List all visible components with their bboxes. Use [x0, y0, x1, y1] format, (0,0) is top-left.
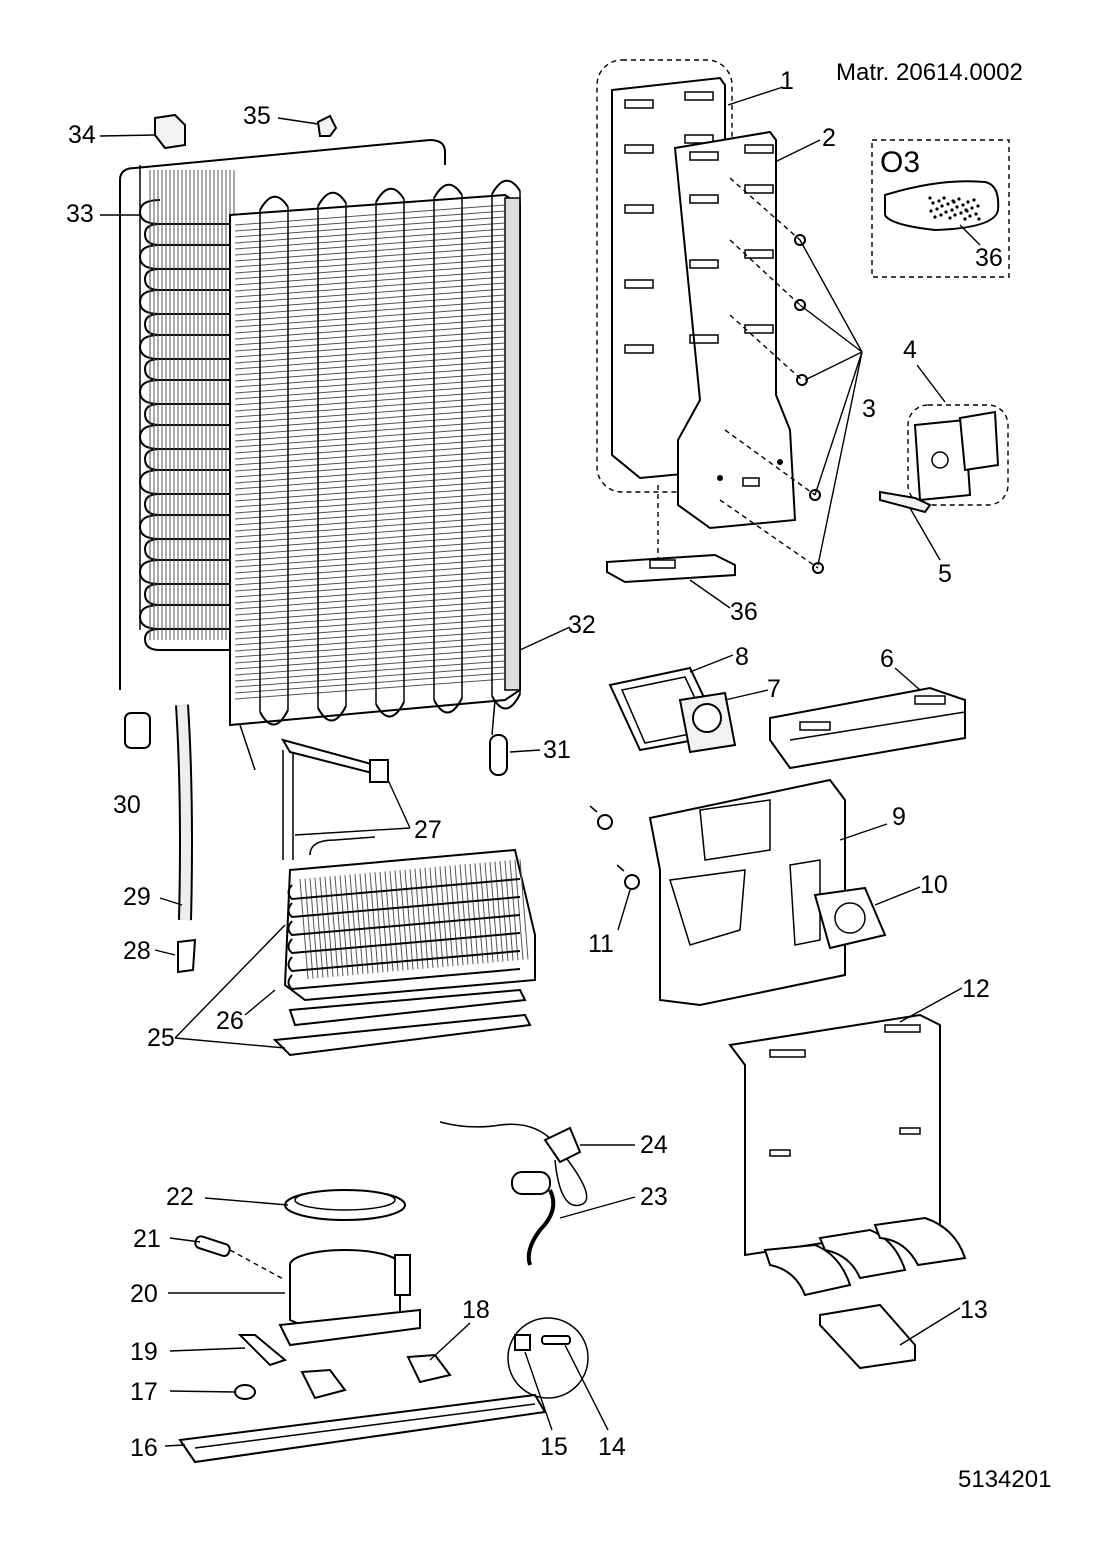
callout-25: 25	[147, 1024, 175, 1052]
sleeve-part-30	[124, 712, 151, 749]
callout-33: 33	[66, 200, 94, 228]
compressor-part-20	[278, 1249, 421, 1347]
callout-3: 3	[862, 395, 876, 423]
callout-30: 30	[113, 791, 141, 819]
cover-part-13	[819, 1303, 916, 1370]
callout-11: 11	[588, 930, 614, 958]
filter-drier-part-31	[489, 734, 508, 776]
o3-detail-box	[871, 139, 1010, 278]
drip-tray-part-25a	[288, 988, 527, 1027]
heater-wire-part-27	[280, 738, 389, 860]
clip-part-34	[154, 113, 186, 150]
led-part-5	[879, 490, 932, 514]
callout-21: 21	[133, 1225, 161, 1253]
front-condenser-part-32	[229, 179, 521, 771]
inner-housing-part-9	[648, 778, 846, 1007]
callout-8: 8	[735, 643, 749, 671]
callout-2: 2	[822, 124, 836, 152]
grommet-part-17	[234, 1384, 256, 1400]
callout-16: 16	[130, 1434, 158, 1462]
callout-7: 7	[767, 675, 781, 703]
callout-36: 36	[730, 598, 758, 626]
control-module-part-4	[913, 410, 1000, 502]
pin-part-14	[541, 1335, 571, 1345]
plug-part-11b	[624, 874, 640, 890]
callout-20: 20	[130, 1280, 158, 1308]
pad-part-18a	[300, 1368, 347, 1400]
callout-14: 14	[598, 1433, 626, 1461]
callout-12: 12	[962, 975, 990, 1003]
callout-10: 10	[920, 871, 948, 899]
material-number: Matr. 20614.0002	[836, 59, 1023, 86]
shelf-cover-part-6	[769, 686, 966, 770]
callout-5: 5	[938, 560, 952, 588]
o3-part-label: 36	[975, 244, 1003, 272]
bracket-part-19	[237, 1334, 288, 1367]
pad-part-18b	[406, 1353, 452, 1384]
drip-tray-part-25b	[272, 1013, 532, 1057]
drawing-number: 5134201	[958, 1466, 1051, 1493]
leader-lines	[99, 86, 981, 1447]
callout-13: 13	[960, 1296, 988, 1324]
callout-35: 35	[243, 102, 271, 130]
callout-6: 6	[880, 645, 894, 673]
callout-1: 1	[780, 67, 794, 95]
evaporator-part-26	[283, 836, 536, 1002]
drain-hose-part-29	[177, 704, 191, 921]
capacitor-part-23	[511, 1171, 551, 1195]
callout-31: 31	[543, 736, 571, 764]
callout-15: 15	[540, 1433, 568, 1461]
callout-24: 24	[640, 1131, 668, 1159]
cap-part-28	[177, 938, 197, 974]
callout-29: 29	[123, 883, 151, 911]
callout-19: 19	[130, 1338, 158, 1366]
base-plate-part-16	[178, 1393, 547, 1464]
grommet-part-15	[514, 1334, 531, 1351]
callout-labels: 1 2 3 4 5 6 7 8 9 10 11 12 13 14 15 16 1…	[66, 67, 990, 1462]
callout-22: 22	[166, 1183, 194, 1211]
clip-part-35	[316, 114, 338, 137]
air-duct-panel-part-2	[673, 130, 797, 530]
o3-title: O3	[880, 146, 920, 179]
rear-condenser-part-33	[119, 138, 446, 690]
callout-28: 28	[123, 937, 151, 965]
fan-part-10	[813, 886, 887, 950]
damper-part-7	[678, 691, 737, 754]
back-panel-part-12	[728, 1013, 967, 1297]
callout-23: 23	[640, 1183, 668, 1211]
callout-34: 34	[68, 121, 96, 149]
pin-part-21	[194, 1235, 231, 1257]
plug-part-11a	[597, 814, 613, 830]
callout-4: 4	[903, 336, 917, 364]
callout-18: 18	[462, 1296, 490, 1324]
callout-17: 17	[130, 1378, 158, 1406]
callout-26: 26	[216, 1007, 244, 1035]
callout-32: 32	[568, 611, 596, 639]
callout-27: 27	[414, 816, 442, 844]
callout-9: 9	[892, 803, 906, 831]
